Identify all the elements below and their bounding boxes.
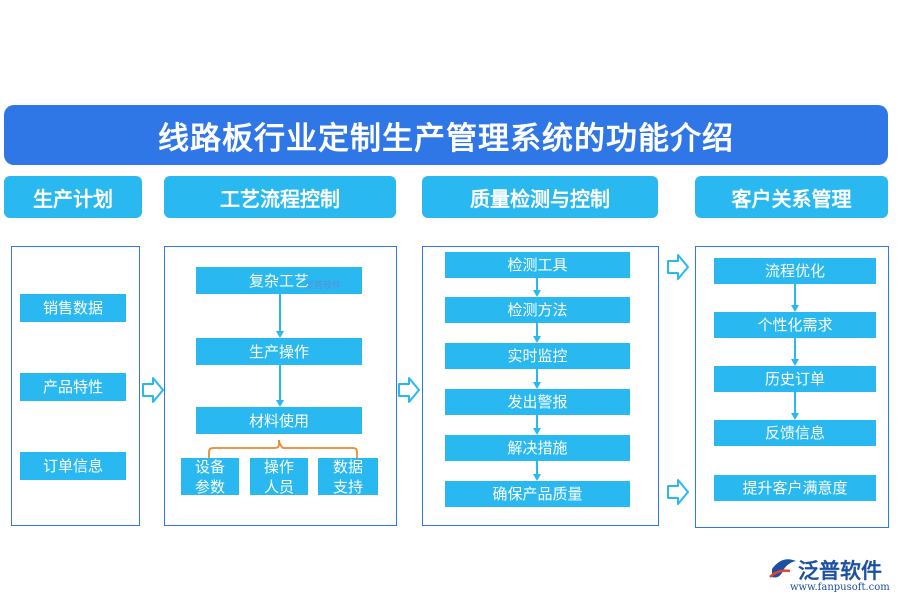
box-material-usage: 材料使用 — [196, 407, 362, 434]
arrow-down-icon — [533, 290, 541, 297]
connector-line — [536, 323, 538, 336]
arrow-down-icon — [276, 331, 284, 338]
box-data-support: 数据 支持 — [318, 458, 378, 496]
connector-line — [279, 294, 281, 331]
box-solutions: 解决措施 — [445, 435, 630, 461]
connector-line — [536, 278, 538, 290]
connector-line — [794, 284, 796, 305]
box-send-alarm: 发出警报 — [445, 389, 630, 415]
logo-url: www.fanpusoft.com — [790, 582, 890, 593]
box-process-optimization: 流程优化 — [714, 258, 876, 284]
bracket — [208, 439, 358, 458]
box-production-operation: 生产操作 — [196, 338, 362, 365]
box-operators: 操作 人员 — [250, 458, 308, 496]
arrow-down-icon — [533, 382, 541, 389]
box-customer-satisfaction: 提升客户满意度 — [714, 475, 876, 501]
connector-line — [794, 392, 796, 413]
header-production-plan: 生产计划 — [4, 176, 142, 218]
arrow-right-icon — [142, 377, 164, 403]
box-realtime-monitoring: 实时监控 — [445, 343, 630, 369]
watermark: 泛普软件 — [305, 281, 342, 291]
box-equipment-params: 设备 参数 — [181, 458, 239, 496]
arrow-down-icon — [276, 400, 284, 407]
arrow-down-icon — [791, 359, 799, 366]
connector-line — [279, 365, 281, 401]
header-customer-relations: 客户关系管理 — [695, 176, 888, 218]
arrow-right-icon — [398, 377, 420, 403]
arrow-down-icon — [791, 305, 799, 312]
connector-line — [794, 338, 796, 359]
arrow-down-icon — [533, 336, 541, 343]
connector-line — [536, 461, 538, 474]
box-inspection-tools: 检测工具 — [445, 252, 630, 278]
box-ensure-quality: 确保产品质量 — [445, 481, 630, 507]
box-sales-data: 销售数据 — [20, 294, 126, 322]
connector-line — [536, 369, 538, 382]
logo-name: 泛普软件 — [798, 559, 882, 583]
arrow-right-icon — [667, 479, 689, 505]
page-title: 线路板行业定制生产管理系统的功能介绍 — [4, 105, 888, 165]
arrow-down-icon — [791, 413, 799, 420]
arrow-right-icon — [667, 254, 689, 280]
header-quality-control: 质量检测与控制 — [422, 176, 658, 218]
brand-logo: 泛普软件 www.fanpusoft.com — [768, 555, 893, 597]
box-order-info: 订单信息 — [20, 452, 126, 480]
box-feedback-info: 反馈信息 — [714, 420, 876, 446]
box-complex-process: 复杂工艺 — [196, 267, 362, 294]
arrow-down-icon — [533, 428, 541, 435]
box-product-features: 产品特性 — [20, 373, 126, 401]
arrow-down-icon — [533, 474, 541, 481]
box-order-history: 历史订单 — [714, 366, 876, 392]
connector-line — [536, 415, 538, 428]
box-inspection-methods: 检测方法 — [445, 297, 630, 323]
header-process-control: 工艺流程控制 — [164, 176, 396, 218]
box-personalized-needs: 个性化需求 — [714, 312, 876, 338]
logo-icon — [769, 559, 796, 578]
